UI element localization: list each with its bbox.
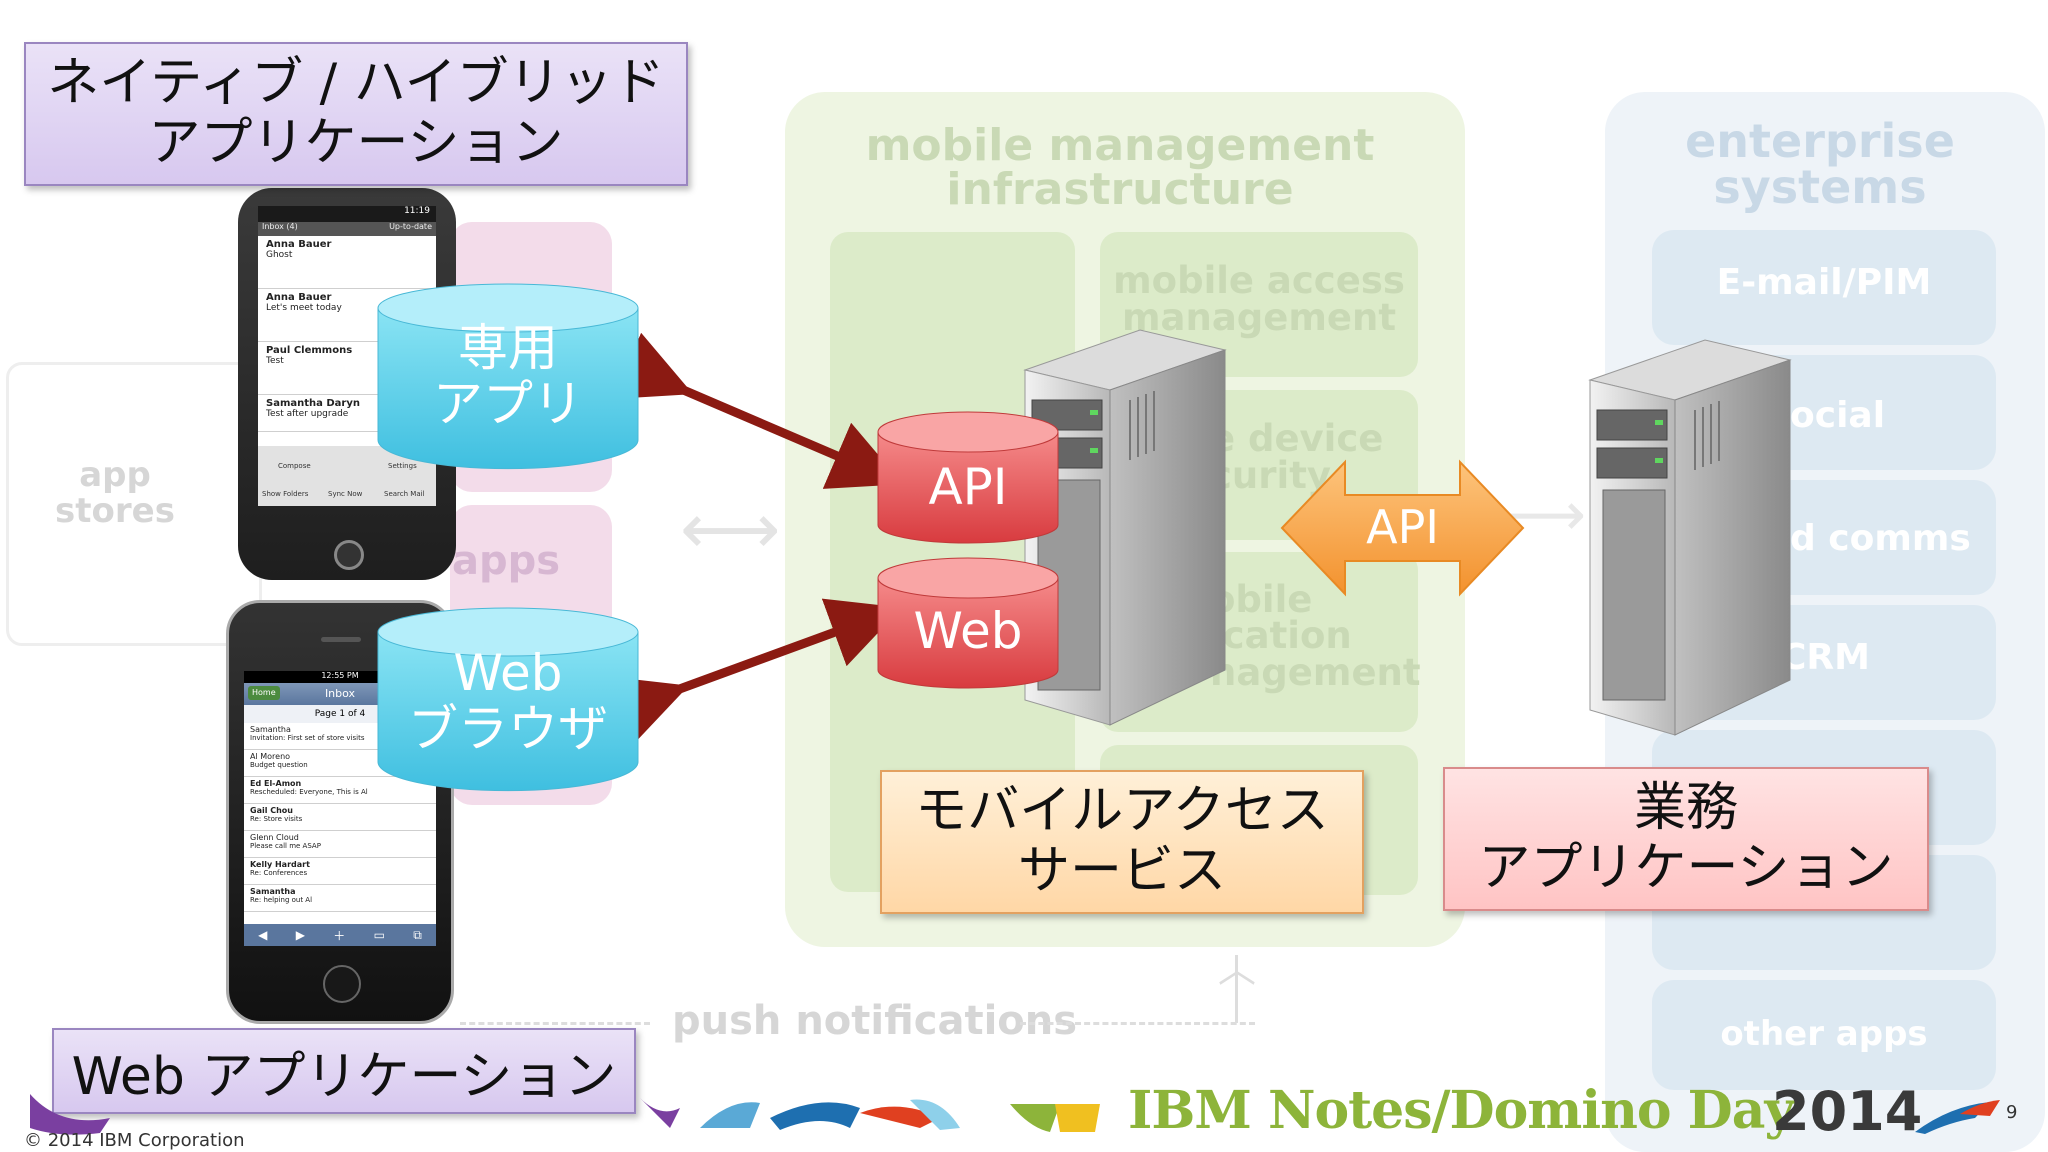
settings-button[interactable]: Settings <box>388 462 417 470</box>
iphone-time: 12:55 PM <box>321 671 359 680</box>
email-subject: Test <box>266 356 284 366</box>
api-double-arrow <box>1280 459 1525 597</box>
api-cylinder-label: API <box>928 458 1008 516</box>
email-sender: Gail Chou <box>250 806 293 815</box>
sync-now-button[interactable]: Sync Now <box>328 490 363 498</box>
email-subject: Test after upgrade <box>266 409 349 419</box>
list-item[interactable]: Ed El-Amon Rescheduled: Everyone, This i… <box>244 777 436 804</box>
page-label: Page 1 of 4 <box>314 709 366 719</box>
app-management-text: obile ication nagement <box>1210 578 1421 694</box>
list-item[interactable]: Al Moreno Budget question <box>244 750 436 777</box>
email-subject: Please call me ASAP <box>250 842 321 850</box>
footer-year: 2014 <box>1772 1080 1923 1143</box>
android-status-time: 11:19 <box>404 206 430 216</box>
footer-brand: IBM Notes/Domino Day <box>1128 1080 1795 1141</box>
footer-copyright: © 2014 IBM Corporation <box>24 1130 245 1151</box>
iphone-speaker <box>321 637 361 642</box>
server-business <box>1588 339 1792 736</box>
email-sender: Samantha <box>250 887 296 896</box>
email-sender: Glenn Cloud <box>250 833 299 842</box>
android-inbox-header: Inbox (4) Up-to-date <box>258 222 436 236</box>
list-item[interactable]: Gail Chou Re: Store visits <box>244 804 436 831</box>
home-button[interactable]: Home <box>248 686 280 700</box>
push-notifications-line-right <box>1020 1022 1255 1025</box>
list-item[interactable]: Samantha Re: helping out Al <box>244 885 436 912</box>
email-sender: Samantha <box>250 725 291 734</box>
push-notifications-label: push notifications <box>672 998 1078 1044</box>
mobile-access-service-label: モバイルアクセス サービス <box>880 770 1364 914</box>
email-sender: Ed El-Amon <box>250 779 302 788</box>
email-sender: Paul Clemmons <box>266 345 353 356</box>
list-item[interactable]: Anna Bauer Let's meet today <box>258 289 436 342</box>
email-subject: Invitation: First set of store visits <box>250 734 365 742</box>
cylinder-web-browser <box>377 607 639 792</box>
email-sender: Kelly Hardart <box>250 860 310 869</box>
iphone-inbox-title: Inbox <box>324 687 356 700</box>
cylinder-api <box>877 411 1059 544</box>
enterprise-item-6 <box>1652 980 1996 1090</box>
email-subject: Let's meet today <box>266 303 342 313</box>
email-sender: Anna Bauer <box>266 239 332 250</box>
enterprise-item-label-0: E-mail/PIM <box>1716 262 1932 303</box>
iphone-home-button[interactable] <box>323 965 361 1003</box>
apps-label: apps <box>452 538 561 584</box>
add-icon[interactable]: ＋ <box>333 928 346 943</box>
faded-left-arrow: ⟷ <box>680 488 781 570</box>
cylinder-web <box>877 557 1059 689</box>
list-item[interactable]: Anna Bauer Ghost <box>258 236 436 289</box>
push-up-arrow-head: ︿ <box>1218 947 1257 991</box>
native-hybrid-label: ネイティブ / ハイブリッド アプリケーション <box>24 42 688 186</box>
footer-page-number: 9 <box>2006 1102 2018 1123</box>
footer-ribbon-graphic <box>30 1094 2000 1135</box>
web-cylinder-label: Web <box>913 602 1023 660</box>
bookmarks-icon[interactable]: ▭ <box>373 928 385 942</box>
mobile-access-text: mobile access management <box>1113 259 1405 339</box>
list-item[interactable]: Paul Clemmons Test <box>258 342 436 395</box>
email-subject: Budget question <box>250 761 308 769</box>
iphone-toolbar: ◀ ▶ ＋ ▭ ⧉ <box>244 924 436 946</box>
show-folders-button[interactable]: Show Folders <box>262 490 309 498</box>
list-item[interactable]: Kelly Hardart Re: Conferences <box>244 858 436 885</box>
email-subject: Rescheduled: Everyone, This is Al <box>250 788 368 796</box>
android-home-button[interactable] <box>334 540 364 570</box>
compose-button[interactable]: Compose <box>278 462 311 470</box>
email-sender: Al Moreno <box>250 752 291 761</box>
enterprise-item-label-3: CRM <box>1780 637 1870 678</box>
email-sender: Anna Bauer <box>266 292 332 303</box>
list-item[interactable]: Samantha Invitation: First set of store … <box>244 723 436 750</box>
forward-icon[interactable]: ▶ <box>295 928 305 942</box>
web-browser-label: Web ブラウザ <box>408 644 608 758</box>
cylinder-dedicated-app <box>377 283 639 470</box>
android-inbox-label: Inbox (4) <box>262 222 298 231</box>
enterprise-item-label-1: ocial <box>1790 395 1886 436</box>
api-arrow-label: API <box>1366 500 1439 554</box>
android-status-bar: 11:19 <box>258 206 436 222</box>
email-sender: Samantha Daryn <box>266 398 360 409</box>
search-mail-button[interactable]: Search Mail <box>384 490 425 498</box>
email-subject: Re: Conferences <box>250 869 308 877</box>
enterprise-title: enterprise systems <box>1685 114 1955 214</box>
enterprise-item-label-2: d comms <box>1790 518 1971 559</box>
app-stores-label: app stores <box>55 455 175 531</box>
list-item[interactable]: Glenn Cloud Please call me ASAP <box>244 831 436 858</box>
email-subject: Ghost <box>266 250 293 260</box>
enterprise-item-0 <box>1652 230 1996 345</box>
arrow-browser-web <box>608 598 902 745</box>
enterprise-item-label-6: other apps <box>1720 1014 1928 1054</box>
arrow-dedicated-api <box>612 332 904 489</box>
web-application-label: Web アプリケーション <box>52 1028 636 1114</box>
back-icon[interactable]: ◀ <box>258 928 268 942</box>
business-app-label: 業務 アプリケーション <box>1443 767 1929 911</box>
dedicated-app-label: 専用 アプリ <box>433 319 583 433</box>
email-subject: Re: helping out Al <box>250 896 313 904</box>
push-notifications-line <box>460 1022 650 1025</box>
mobile-management-title: mobile management infrastructure <box>865 120 1375 215</box>
pages-icon[interactable]: ⧉ <box>413 927 422 942</box>
android-sync-status: Up-to-date <box>389 222 432 231</box>
push-up-arrow <box>1235 955 1238 1023</box>
list-item[interactable]: Samantha Daryn Test after upgrade <box>258 395 436 432</box>
email-subject: Re: Store visits <box>250 815 303 823</box>
